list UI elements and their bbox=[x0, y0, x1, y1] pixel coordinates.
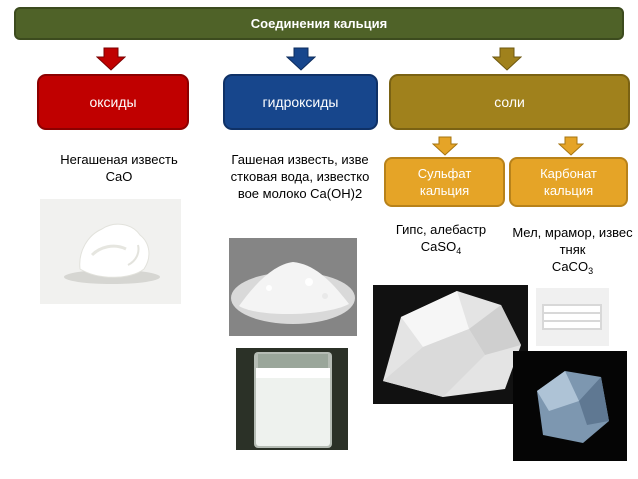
carbonate-label: Карбонат кальция bbox=[529, 165, 609, 199]
calcite-photo bbox=[513, 351, 627, 461]
slaked-lime-photo bbox=[229, 238, 357, 336]
sulfate-label: Сульфат кальция bbox=[405, 165, 485, 199]
category-hydroxides-label: гидроксиды bbox=[262, 94, 338, 110]
hydroxide-description: Гашеная известь, известковая вода, извес… bbox=[230, 151, 370, 202]
title-bar: Соединения кальция bbox=[14, 7, 624, 40]
subcategory-carbonate: Карбонат кальция bbox=[509, 157, 628, 207]
category-oxides-label: оксиды bbox=[89, 94, 136, 110]
sulfate-formula: CaSO4 bbox=[381, 238, 501, 255]
olive-arrow-icon bbox=[492, 47, 522, 71]
category-oxides: оксиды bbox=[37, 74, 189, 130]
category-salts-label: соли bbox=[494, 94, 525, 110]
sulfate-name: Гипс, алебастр bbox=[381, 221, 501, 238]
quicklime-photo bbox=[40, 199, 181, 304]
gypsum-photo bbox=[373, 285, 528, 404]
oxide-name: Негашеная известь bbox=[44, 151, 194, 168]
subcategory-sulfate: Сульфат кальция bbox=[384, 157, 505, 207]
red-arrow-icon bbox=[96, 47, 126, 71]
chalk-photo bbox=[536, 288, 609, 346]
lime-water-beaker-photo bbox=[236, 348, 348, 450]
diagram-title: Соединения кальция bbox=[251, 16, 387, 31]
blue-arrow-icon bbox=[286, 47, 316, 71]
category-salts: соли bbox=[389, 74, 630, 130]
carbonate-formula: CaCO3 bbox=[510, 258, 635, 275]
category-hydroxides: гидроксиды bbox=[223, 74, 378, 130]
gold-arrow-icon bbox=[432, 136, 458, 156]
oxide-formula: CaO bbox=[44, 168, 194, 185]
carbonate-name: Мел, мрамор, известняк bbox=[510, 224, 635, 258]
gold-arrow-icon bbox=[558, 136, 584, 156]
